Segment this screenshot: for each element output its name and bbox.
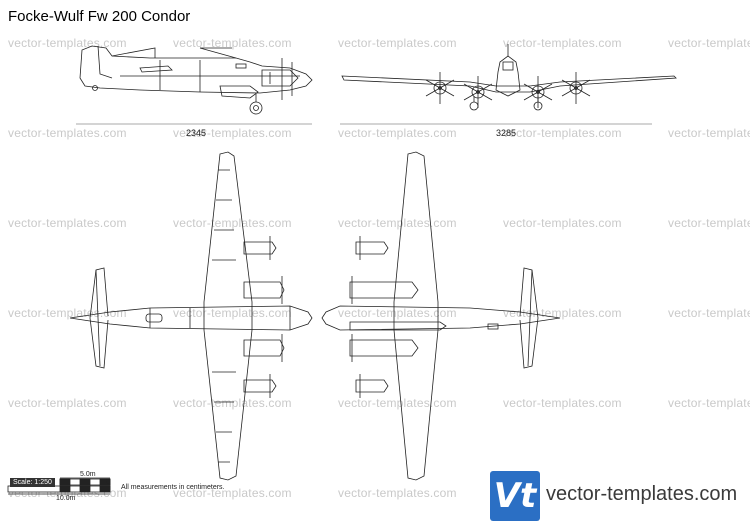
- logo-letters: Vt: [493, 476, 537, 516]
- page-title: Focke-Wulf Fw 200 Condor: [8, 8, 191, 25]
- scale-bar: [7, 477, 111, 495]
- front-span-dimension: 3285: [496, 128, 517, 138]
- scale-label: Scale: 1:250: [10, 478, 55, 487]
- logo-icon: Vt: [490, 471, 540, 521]
- top-view: [69, 151, 313, 481]
- scale-bottom-mark: 10.0m: [56, 495, 76, 502]
- brand-url-link[interactable]: vector-templates.com: [546, 483, 738, 505]
- side-length-dimension: 2345: [186, 128, 207, 138]
- scale-zero-mark: 0: [106, 479, 110, 486]
- bottom-view: [321, 151, 561, 481]
- scale-top-mark: 5.0m: [80, 471, 96, 478]
- side-view: [76, 45, 313, 125]
- measurement-note: All measurements in centimeters.: [121, 484, 225, 491]
- brand-logo[interactable]: Vt vector-templates.com: [490, 469, 750, 524]
- front-view: [340, 44, 677, 125]
